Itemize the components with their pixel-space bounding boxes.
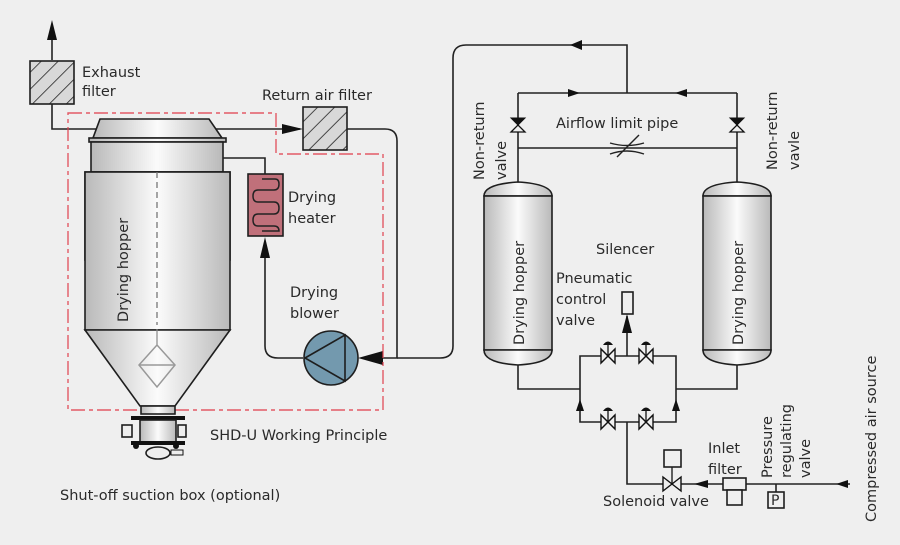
bridge-arrow-right	[672, 399, 680, 411]
heater-inlet-arrow	[260, 237, 270, 258]
air-feed-pipe	[626, 422, 663, 485]
air-source-arrow	[836, 480, 848, 488]
regenerator-supply-pipe	[397, 44, 628, 359]
inlet-filter-icon	[722, 477, 747, 506]
left-tower-bottom-pipe	[517, 365, 580, 390]
drying-blower-label-1: Drying	[290, 285, 338, 301]
heater-outlet-pipe	[223, 157, 266, 174]
non-return-valve-right-icon	[728, 117, 746, 133]
flow-restrictor-icon	[609, 134, 645, 158]
exhaust-filter-label-1: Exhaust	[82, 65, 141, 81]
pneumatic-valve-bottom-right-icon	[638, 407, 654, 431]
shutoff-suction-box-icon	[121, 416, 187, 460]
blower-to-heater-pipe	[264, 245, 303, 359]
pneumatic-valve-bottom-left-icon	[600, 407, 616, 431]
supply-flow-arrow	[570, 40, 582, 50]
shutoff-suction-box-label: Shut-off suction box (optional)	[60, 488, 280, 504]
valve-bridge-pipe	[579, 355, 677, 423]
return-filter-outlet-pipe	[347, 128, 398, 359]
pneumatic-valve-label-3: valve	[556, 313, 595, 329]
drying-heater-label-2: heater	[288, 211, 336, 227]
exhaust-filter-icon	[29, 60, 75, 105]
drying-heater-icon	[247, 173, 284, 237]
diagram-title: SHD-U Working Principle	[210, 428, 387, 444]
drying-blower-icon	[303, 330, 359, 386]
non-return-valve-left-icon	[509, 117, 527, 133]
drying-hopper-main	[83, 118, 232, 415]
unit-boundary	[67, 112, 384, 411]
exhaust-pipe	[51, 104, 100, 130]
return-flow-arrow	[282, 124, 303, 134]
silencer-icon	[621, 291, 634, 315]
inlet-filter-label-2: filter	[708, 462, 742, 478]
drying-tower-left-label: Drying hopper	[512, 241, 528, 345]
pressure-gauge-icon	[767, 491, 785, 509]
drying-tower-right	[702, 181, 772, 366]
filter-outlet-arrow	[694, 480, 708, 488]
drying-tower-right-label: Drying hopper	[731, 241, 747, 345]
non-return-valve-right-label-2: vavle	[787, 131, 803, 170]
drying-hopper-main-label: Drying hopper	[116, 218, 132, 322]
non-return-valve-left-label-1: Non-return	[472, 102, 488, 180]
compressed-air-source-label: Compressed air source	[864, 356, 880, 522]
pressure-regulating-label-3: valve	[798, 439, 814, 478]
exhaust-outlet-arrow	[47, 20, 57, 60]
drying-blower-label-2: blower	[290, 306, 339, 322]
return-air-filter-label: Return air filter	[262, 88, 372, 104]
return-air-filter-icon	[302, 106, 348, 151]
right-tower-bottom-pipe	[676, 365, 738, 390]
silencer-exhaust-arrow	[622, 314, 632, 333]
pneumatic-valve-label-2: control	[556, 292, 606, 308]
pneumatic-valve-top-left-icon	[600, 341, 616, 365]
non-return-valve-left-label-2: valve	[494, 141, 510, 180]
pressure-regulating-label-1: Pressure	[760, 416, 776, 478]
pneumatic-valve-top-right-icon	[638, 341, 654, 365]
pressure-gauge-letter: P	[771, 493, 779, 509]
drying-tower-left	[483, 181, 553, 366]
blower-inlet-arrow	[358, 351, 383, 365]
bridge-arrow-left	[576, 399, 584, 411]
manifold-arrow-right	[675, 89, 687, 97]
airflow-limit-pipe-label: Airflow limit pipe	[556, 116, 678, 132]
inlet-filter-label-1: Inlet	[708, 441, 740, 457]
silencer-label: Silencer	[596, 242, 654, 258]
non-return-valve-right-label-1: Non-return	[765, 92, 781, 170]
pressure-regulating-label-2: regulating	[779, 404, 795, 478]
exhaust-filter-label-2: filter	[82, 84, 116, 100]
pneumatic-valve-label-1: Pneumatic	[556, 271, 633, 287]
drying-heater-label-1: Drying	[288, 190, 336, 206]
solenoid-valve-label: Solenoid valve	[603, 494, 709, 510]
solenoid-valve-icon	[662, 449, 682, 493]
manifold-arrow-left	[568, 89, 580, 97]
